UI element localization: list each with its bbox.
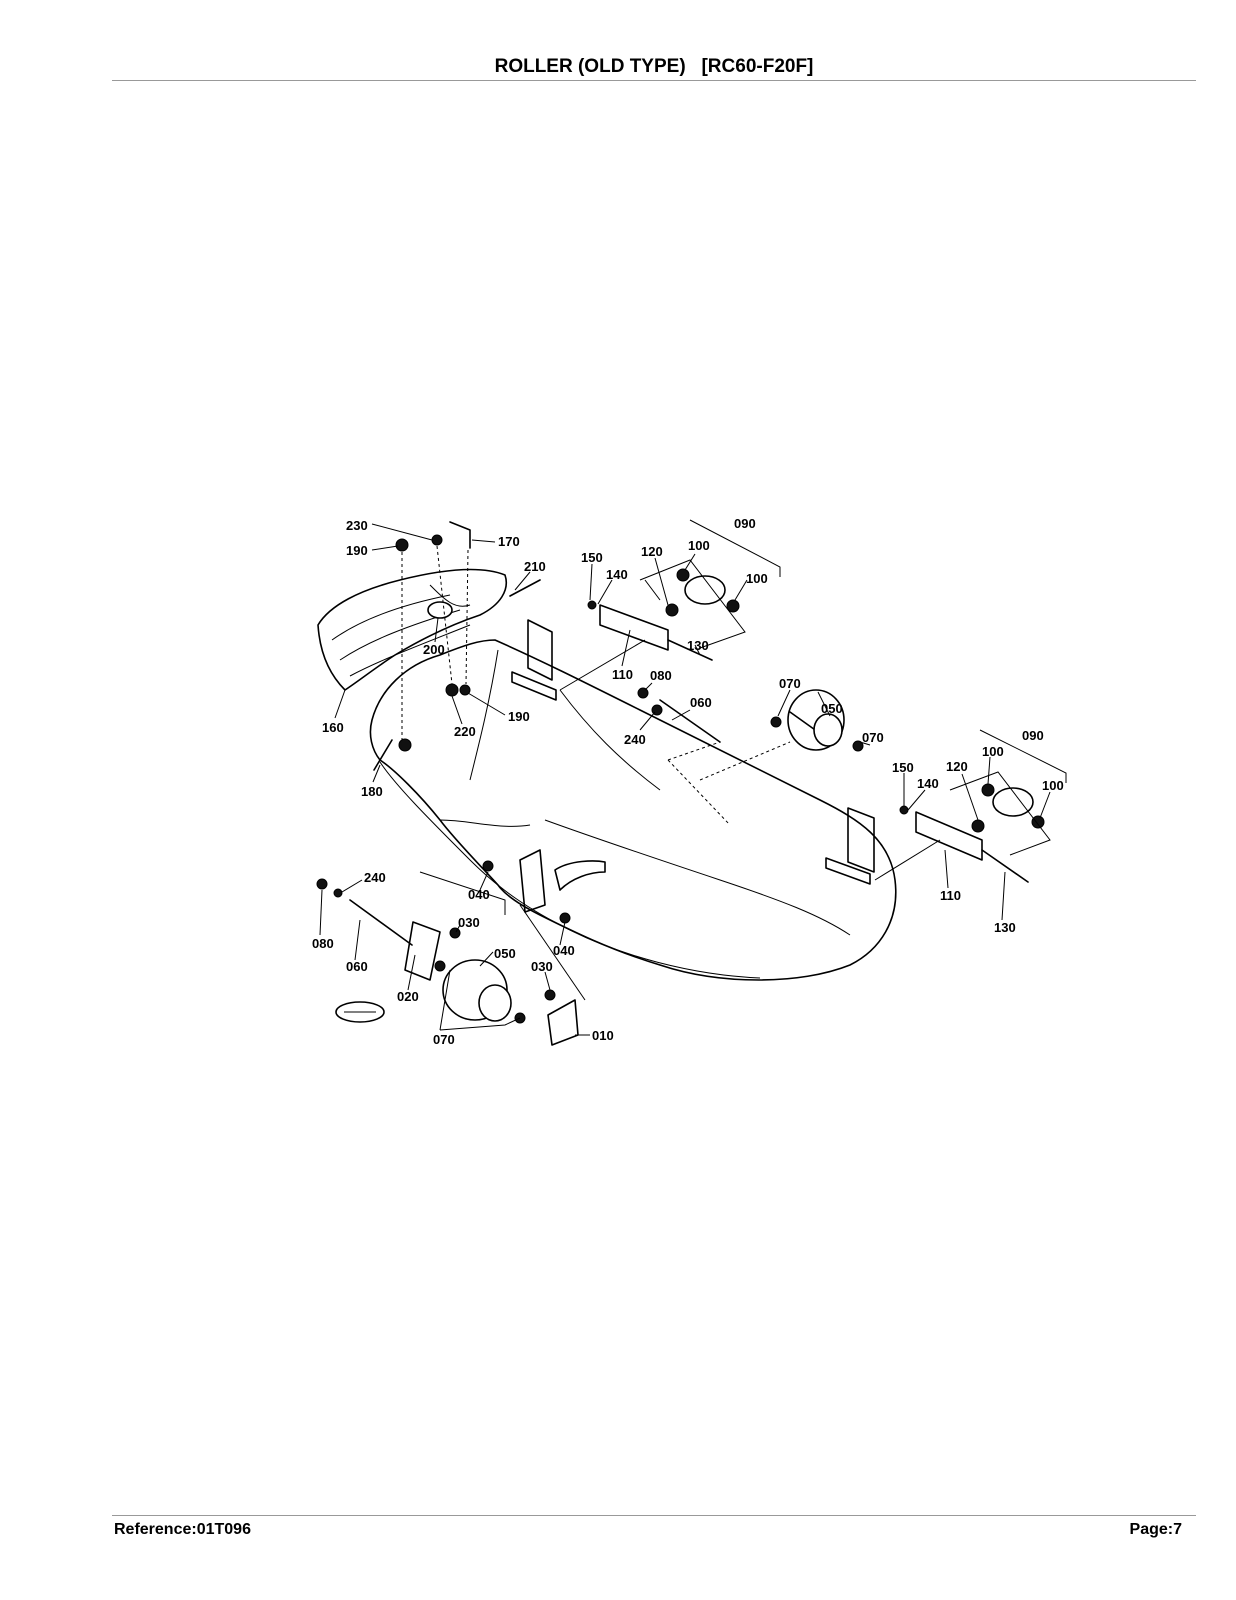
callout-150: 150 [892,760,914,775]
callout-080: 080 [650,668,672,683]
callout-190: 190 [346,543,368,558]
reference-stamp [335,1001,385,1023]
callout-150: 150 [581,550,603,565]
callout-labels: 230 190 170 210 200 160 190 220 180 150 … [312,516,1064,1047]
callout-050: 050 [821,701,843,716]
callout-100: 100 [688,538,710,553]
callout-110: 110 [940,888,961,903]
callout-010: 010 [592,1028,614,1043]
callout-170: 170 [498,534,520,549]
deck-brackets [511,619,875,913]
callout-060: 060 [346,959,368,974]
callout-230: 230 [346,518,368,533]
header-divider [112,80,1196,81]
callout-160: 160 [322,720,344,735]
callout-020: 020 [397,989,419,1004]
callout-090: 090 [1022,728,1044,743]
discharge-chute [317,568,507,691]
callout-240: 240 [624,732,646,747]
callout-100: 100 [982,744,1004,759]
callout-050: 050 [494,946,516,961]
callout-140: 140 [917,776,939,791]
callout-200: 200 [423,642,445,657]
roller-assembly-rear-left [559,519,781,691]
callout-120: 120 [946,759,968,774]
callout-130: 130 [687,638,709,653]
callout-210: 210 [524,559,546,574]
callout-110: 110 [612,667,633,682]
callout-060: 060 [690,695,712,710]
callout-090: 090 [734,516,756,531]
callout-070: 070 [433,1032,455,1047]
page-number: Page:7 [1129,1521,1182,1538]
callout-120: 120 [641,544,663,559]
page-title: ROLLER (OLD TYPE) [RC60-F20F] [494,56,814,77]
footer-divider [112,1515,1196,1516]
callout-100: 100 [1042,778,1064,793]
callout-190: 190 [508,709,530,724]
callout-220: 220 [454,724,476,739]
roller-assembly-rear-right [874,729,1067,883]
callout-130: 130 [994,920,1016,935]
callout-070: 070 [779,676,801,691]
roller-front [316,860,586,1046]
callout-030: 030 [458,915,480,930]
callout-100: 100 [746,571,768,586]
callout-040: 040 [553,943,575,958]
callout-180: 180 [361,784,383,799]
callout-080: 080 [312,936,334,951]
callout-070: 070 [862,730,884,745]
reference-number: Reference:01T096 [114,1521,251,1538]
callout-240: 240 [364,870,386,885]
roller-center [637,687,864,826]
callout-140: 140 [606,567,628,582]
chute-hardware [373,521,541,771]
callout-030: 030 [531,959,553,974]
callout-040: 040 [468,887,490,902]
leader-lines [319,523,1051,1036]
mower-deck [369,639,897,981]
